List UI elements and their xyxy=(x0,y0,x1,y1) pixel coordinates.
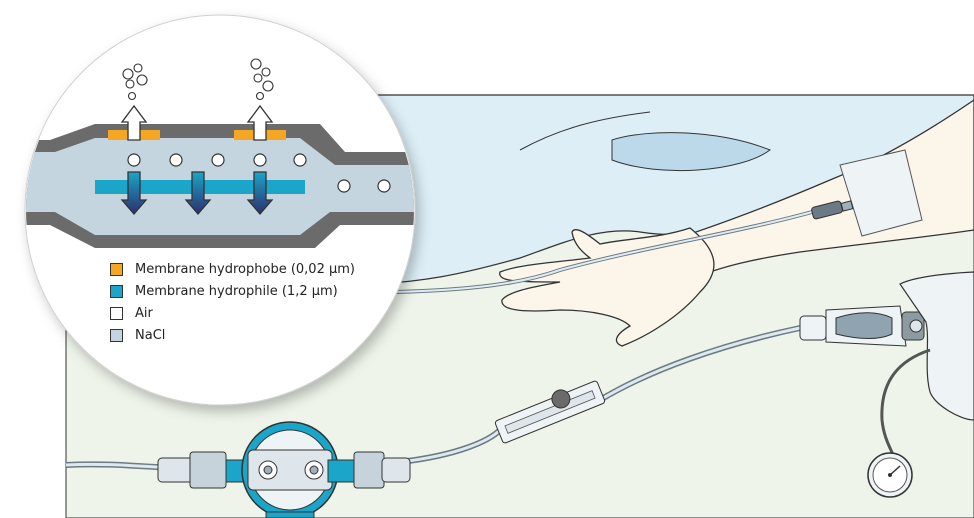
legend-label: Air xyxy=(135,306,153,321)
legend-label: Membrane hydrophobe (0,02 μm) xyxy=(135,262,355,277)
legend-label: Membrane hydrophile (1,2 μm) xyxy=(135,284,338,299)
magnifier xyxy=(0,15,420,405)
swatch-air xyxy=(110,307,123,320)
legend-item-nacl: NaCl xyxy=(110,324,355,346)
legend-item-hydrophobic: Membrane hydrophobe (0,02 μm) xyxy=(110,258,355,280)
swatch-hydrophobic xyxy=(110,263,123,276)
swatch-nacl xyxy=(110,329,123,342)
legend-item-air: Air xyxy=(110,302,355,324)
swatch-hydrophilic xyxy=(110,285,123,298)
legend-label: NaCl xyxy=(135,328,165,343)
pressure-gauge-icon xyxy=(868,453,912,497)
legend-item-hydrophilic: Membrane hydrophile (1,2 μm) xyxy=(110,280,355,302)
legend: Membrane hydrophobe (0,02 μm) Membrane h… xyxy=(110,258,355,346)
